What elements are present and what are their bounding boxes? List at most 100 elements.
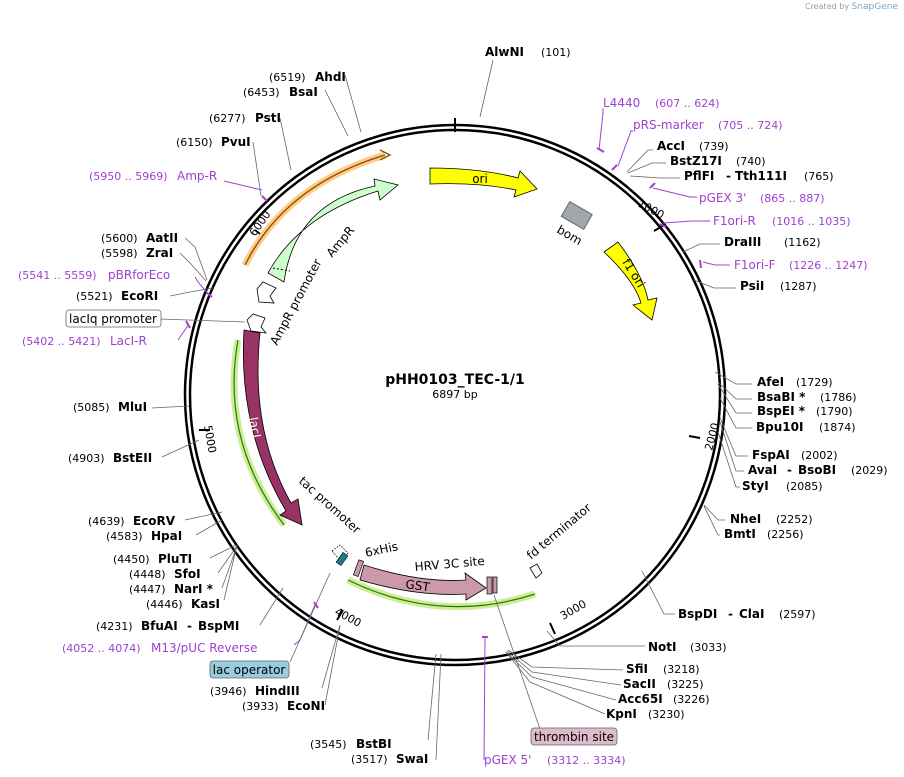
box-label-laciq-promoter: lacIq promoter [69,312,157,326]
box-thrombin-site[interactable] [530,727,618,746]
enzyme-bmti-pos: (2256) [767,528,804,541]
enzyme-bsai[interactable]: BsaI [289,85,318,99]
enzyme-ahdi[interactable]: AhdI [315,70,346,84]
primer-f1ori-r[interactable]: F1ori-R [713,214,756,228]
enzyme-ecori[interactable]: EcoRI [121,289,158,303]
enzyme-bspmi[interactable]: BspMI [198,619,239,633]
feature-bom[interactable] [560,201,593,230]
laci-highlight-line [233,339,285,526]
enzyme-ecorv[interactable]: EcoRV [133,514,176,528]
box-laciq-promoter[interactable] [65,309,162,328]
enzyme-kasi[interactable]: KasI [191,597,220,611]
primer-prs-marker[interactable]: pRS-marker [633,118,704,132]
enzyme-pflfi[interactable]: PflFI [684,169,714,183]
enzyme-aatii[interactable]: AatII [146,231,178,245]
enzyme-bsobi[interactable]: BsoBI [798,463,836,477]
primer-prs-marker-range: (705 .. 724) [718,119,783,132]
enzyme-pvui-pos: (6150) [176,136,213,149]
enzyme-bpu10i[interactable]: Bpu10I [756,420,803,434]
enzyme-dash-3: - [728,607,733,621]
primer-l4440[interactable]: L4440 [603,96,640,110]
enzyme-nhei[interactable]: NheI [730,512,761,526]
enzyme-sfii-pos: (3218) [663,663,700,676]
enzyme-bspdi[interactable]: BspDI [678,607,717,621]
box-lac-operator[interactable] [209,660,290,679]
feature-ampr-promoter[interactable] [256,281,277,304]
enzyme-kpni-pos: (3230) [648,708,685,721]
enzyme-sfoi[interactable]: SfoI [174,567,201,581]
enzyme-bmti[interactable]: BmtI [724,527,756,541]
enzyme-bstbi[interactable]: BstBI [356,737,392,751]
enzyme-noti[interactable]: NotI [648,640,677,654]
primer-pgex-3[interactable]: pGEX 3' [699,191,746,205]
feature-label-ori: ori [472,172,488,186]
enzyme-bfuai[interactable]: BfuAI [141,619,178,633]
feature-6xhis[interactable] [352,559,365,577]
primer-pgex-5[interactable]: pGEX 5' [484,753,531,767]
enzyme-pvui[interactable]: PvuI [221,135,251,149]
feature-ori[interactable] [429,167,538,198]
enzyme-bfuai-pos: (4231) [96,620,133,633]
feature-fd-terminator[interactable] [529,563,543,579]
feature-laci[interactable] [242,329,303,526]
feature-ampr[interactable] [267,178,399,283]
enzyme-draiii[interactable]: DraIII [724,235,761,249]
enzyme-psti-pos: (6277) [209,112,246,125]
enzyme-pflfi-pos: (765) [804,170,834,183]
feature-thrombin-site[interactable] [492,576,498,594]
enzyme-bsabi[interactable]: BsaBI * [757,390,806,404]
enzyme-psti[interactable]: PstI [255,111,281,125]
primer-m13-puc-reverse-range: (4052 .. 4074) [62,642,141,655]
feature-label-6xhis: 6xHis [364,539,400,560]
enzyme-bspei[interactable]: BspEI * [757,404,806,418]
enzyme-sacii[interactable]: SacII [623,677,656,691]
enzyme-hpai[interactable]: HpaI [151,529,182,543]
enzyme-acc65i[interactable]: Acc65I [618,692,663,706]
enzyme-hindiii[interactable]: HindIII [255,684,300,698]
enzyme-alwni[interactable]: AlwNI [485,45,524,59]
snapgene-logo: SnapGene [851,2,898,12]
primer-laci-r[interactable]: LacI-R [110,334,147,348]
enzyme-zrai[interactable]: ZraI [146,246,173,260]
feature-lac-operator-mark[interactable] [335,551,349,567]
enzyme-mlui[interactable]: MluI [118,400,147,414]
plasmid-length: 6897 bp [432,388,477,401]
primer-f1ori-f[interactable]: F1ori-F [734,258,775,272]
enzyme-styi[interactable]: StyI [742,479,769,493]
amp-highlight-line [244,154,386,266]
enzyme-acci[interactable]: AccI [657,139,685,153]
enzyme-swai[interactable]: SwaI [396,752,428,766]
feature-f1-ori[interactable] [603,241,658,321]
ampr-dotted-marker [272,267,291,272]
enzyme-afei[interactable]: AfeI [757,375,784,389]
primer-markers [185,147,702,638]
enzyme-fspai-pos: (2002) [801,449,838,462]
tick-label-3000: 3000 [558,597,589,622]
enzyme-pluti[interactable]: PluTI [158,552,192,566]
enzyme-aatii-pos: (5600) [101,232,138,245]
enzyme-sfii[interactable]: SfiI [626,662,648,676]
enzyme-psii[interactable]: PsiI [740,279,764,293]
enzyme-econi[interactable]: EcoNI [287,699,325,713]
enzyme-bstz17i[interactable]: BstZ17I [670,154,722,168]
enzyme-bsteii[interactable]: BstEII [113,451,152,465]
primer-pbrforeco[interactable]: pBRforEco [108,268,170,282]
feature-laciq-promoter[interactable] [246,313,267,334]
feature-gst[interactable] [359,564,487,601]
enzyme-avai[interactable]: AvaI [748,463,777,477]
enzyme-kpni[interactable]: KpnI [606,707,637,721]
enzyme-fspai[interactable]: FspAI [752,448,790,462]
enzyme-pluti-pos: (4450) [113,553,150,566]
primer-l4440-range: (607 .. 624) [655,97,720,110]
primer-pgex-3-range: (865 .. 887) [760,192,825,205]
enzyme-nari[interactable]: NarI * [174,582,214,596]
enzyme-clai[interactable]: ClaI [739,607,764,621]
feature-hrv-3c-site[interactable] [486,576,493,595]
enzyme-tth111i[interactable]: Tth111I [735,169,787,183]
enzyme-bstbi-pos: (3545) [310,738,347,751]
primer-m13-puc-reverse[interactable]: M13/pUC Reverse [151,641,258,655]
enzyme-acci-pos: (739) [699,140,729,153]
primer-amp-r[interactable]: Amp-R [177,169,217,183]
primer-f1ori-f-range: (1226 .. 1247) [789,259,868,272]
